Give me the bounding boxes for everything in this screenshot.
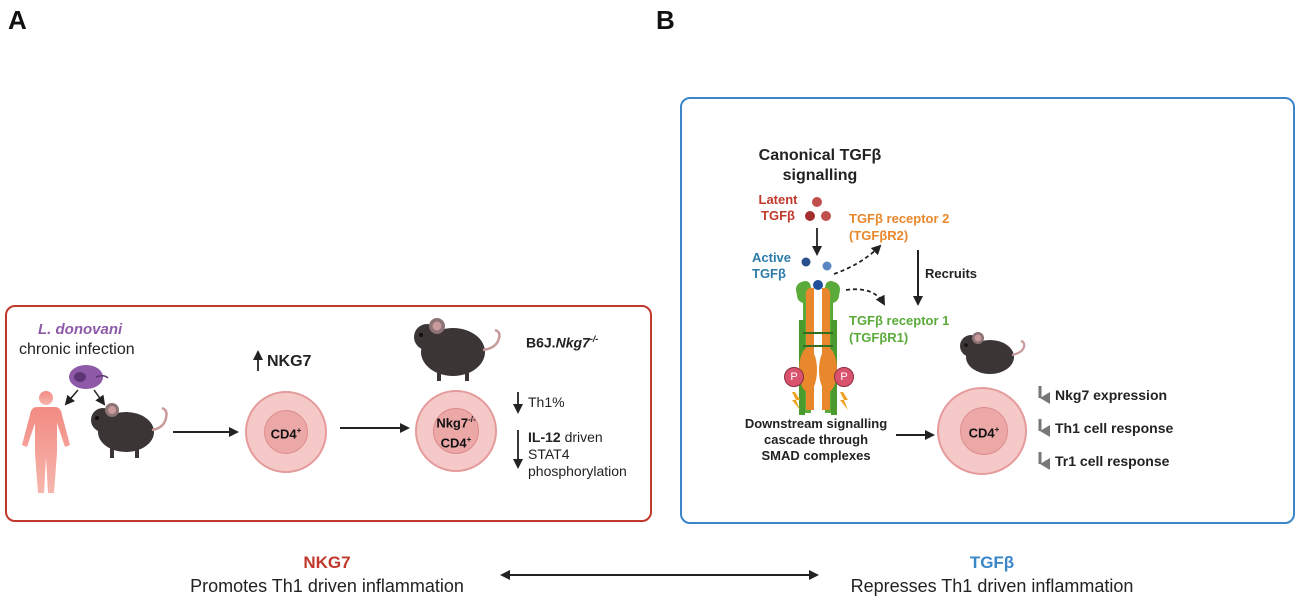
cd4-nucleus: CD4+: [264, 410, 308, 454]
canonical-title-line1: Canonical TGFβ: [758, 147, 882, 164]
downstream-line1: Downstream signalling: [744, 416, 888, 431]
receptor1-line1: TGFβ receptor 1: [849, 313, 950, 328]
bottom-left-title: NKG7: [303, 553, 351, 572]
ko-cell-cd4: CD4: [440, 435, 467, 451]
cd4-label: CD4: [270, 426, 297, 442]
panel-label-b: B: [656, 5, 675, 35]
downstream-line2: cascade through: [763, 432, 869, 447]
ko-mouse-gene: Nkg7: [555, 334, 590, 351]
cd4-label-b: CD4: [968, 425, 995, 441]
il12-rest: driven: [560, 429, 603, 445]
effect-nkg7-expression: Nkg7 expression: [1055, 387, 1168, 403]
il12-bold: IL-12: [528, 429, 561, 445]
lightning-icon-left: [792, 392, 800, 410]
phospho-left-icon: P: [784, 367, 804, 387]
mouse-icon-a: [91, 403, 168, 458]
ko-mouse-prefix: B6J.: [526, 334, 556, 351]
bottom-right-title: TGFβ: [969, 553, 1015, 572]
phospho-right-icon: P: [834, 367, 854, 387]
receptor1-label: TGFβ receptor 1 (TGFβR1): [849, 312, 949, 346]
receptor2-label: TGFβ receptor 2 (TGFβR2): [849, 210, 949, 244]
stat4-text: STAT4: [528, 446, 570, 462]
latent-line2: TGFβ: [761, 208, 795, 223]
latent-tgfb-icon: [805, 197, 831, 221]
ko-cd4-cell: Nkg7-/- CD4+: [415, 390, 497, 472]
effect-th1-response: Th1 cell response: [1055, 420, 1174, 436]
ko-cell-sup2: +: [466, 435, 472, 444]
mouse-icon-ko: [414, 318, 501, 381]
il12-text: IL-12 driven STAT4 phosphorylation: [528, 429, 627, 480]
active-line2: TGFβ: [752, 266, 786, 281]
mouse-icon-b: [960, 332, 1026, 374]
ko-cd4-nucleus: Nkg7-/- CD4+: [433, 408, 479, 454]
dashed-arrow-r2: [833, 244, 882, 275]
receptor2-line1: TGFβ receptor 2: [849, 211, 950, 226]
panel-label-a: A: [8, 5, 27, 35]
active-tgfb-icon: [801, 257, 832, 290]
arrow-parasite-human: [64, 389, 79, 406]
cd4-sup: +: [296, 425, 302, 435]
phosphorylation-text: phosphorylation: [528, 463, 627, 479]
panel-b-frame: [680, 97, 1295, 524]
ko-mouse-label: B6J.Nkg7-/-: [526, 334, 598, 351]
arrow-parasite-mouse: [93, 389, 106, 406]
downstream-text: Downstream signalling cascade through SM…: [728, 416, 904, 464]
infection-text: chronic infection: [19, 341, 135, 358]
th1-percent-text: Th1%: [528, 394, 565, 410]
ko-cell-gene: Nkg7: [436, 415, 469, 430]
parasite-icon: [69, 365, 109, 389]
active-line1: Active: [752, 250, 792, 265]
recruits-label: Recruits: [925, 266, 978, 281]
latent-tgfb-label: Latent TGFβ: [748, 192, 808, 224]
cd4-nucleus-b: CD4+: [960, 407, 1008, 455]
effect-tr1-response: Tr1 cell response: [1055, 453, 1170, 469]
parasite-name: L. donovani: [38, 321, 123, 338]
human-icon: [22, 391, 70, 493]
receptor-complex-icon: [796, 281, 840, 415]
active-tgfb-label: Active TGFβ: [752, 250, 791, 282]
ko-mouse-sup: -/-: [589, 334, 599, 344]
dashed-arrow-r1: [845, 288, 885, 306]
downstream-line3: SMAD complexes: [761, 448, 871, 463]
lightning-icon-right: [840, 392, 848, 410]
nkg7-up-label: NKG7: [267, 353, 312, 370]
latent-line1: Latent: [758, 192, 798, 207]
cd4-sup-b: +: [994, 424, 1000, 434]
panel-a-frame: [5, 305, 652, 522]
receptor2-line2: (TGFβR2): [849, 228, 909, 243]
bottom-left-text: Promotes Th1 driven inflammation: [190, 576, 464, 596]
canonical-title-line2: signalling: [782, 167, 858, 184]
bottom-right-text: Represses Th1 driven inflammation: [850, 576, 1134, 596]
receptor1-line2: (TGFβR1): [849, 330, 909, 345]
ko-cell-sup1: -/-: [468, 414, 476, 424]
cd4-cell-b: CD4+: [937, 387, 1027, 475]
cd4-cell: CD4+: [245, 391, 327, 473]
canonical-title: Canonical TGFβ signalling: [740, 146, 900, 186]
